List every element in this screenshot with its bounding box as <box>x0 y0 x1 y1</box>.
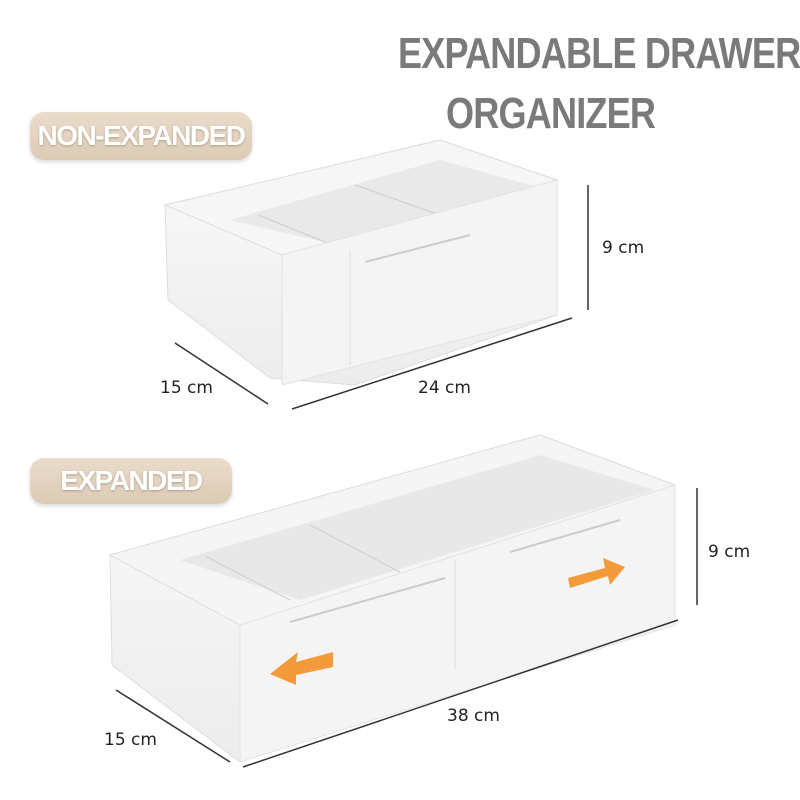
non-expanded-height: 9 cm <box>602 238 645 258</box>
non-expanded-label: NON-EXPANDED <box>30 112 252 160</box>
expanded-height: 9 cm <box>708 542 751 562</box>
expanded-organizer <box>108 434 677 763</box>
expanded-label: EXPANDED <box>30 458 232 504</box>
non-expanded-width: 24 cm <box>418 378 471 398</box>
non-expanded-organizer <box>163 139 559 386</box>
expanded-depth: 15 cm <box>104 730 157 750</box>
arrow-right-icon <box>568 558 625 588</box>
expanded-width: 38 cm <box>447 706 500 726</box>
arrow-left-icon <box>270 652 333 685</box>
title-line-2: ORGANIZER <box>446 89 656 138</box>
dimension-lines <box>115 185 698 768</box>
non-expanded-depth: 15 cm <box>160 378 213 398</box>
title-line-1: EXPANDABLE DRAWER <box>398 29 800 78</box>
